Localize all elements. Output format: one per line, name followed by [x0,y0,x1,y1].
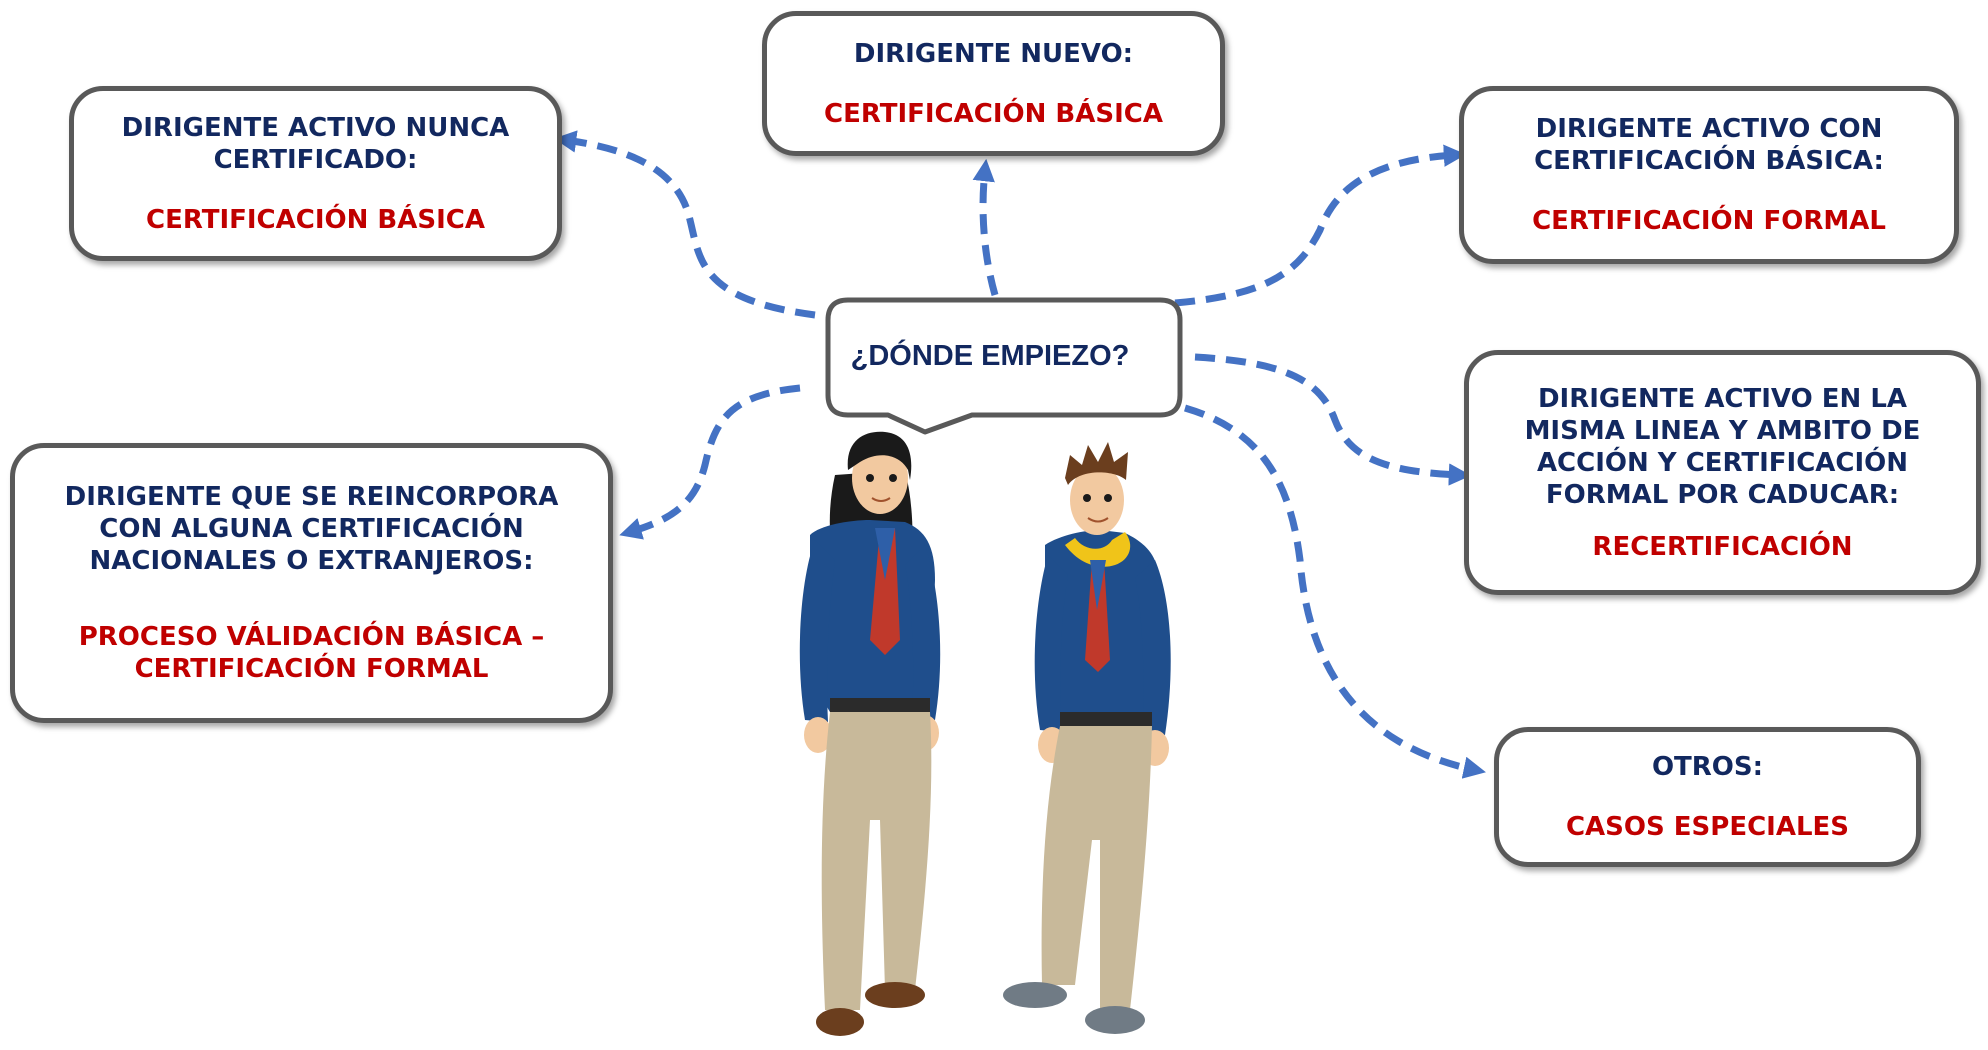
box-activo-con-basica: DIRIGENTE ACTIVO CON CERTIFICACIÓN BÁSIC… [1459,86,1959,264]
box-heading: DIRIGENTE ACTIVO EN LA MISMA LINEA Y AMB… [1524,383,1921,510]
box-result: CERTIFICACIÓN FORMAL [1532,206,1886,236]
arrow-to-nuevo [972,158,999,296]
box-heading: DIRIGENTE ACTIVO NUNCA CERTIFICADO: [121,112,510,175]
box-result: CERTIFICACIÓN BÁSICA [824,98,1163,129]
arrow-to-reincorpora [619,384,801,540]
arrow-to-con-basica [1174,144,1467,307]
female-scout-figure [799,431,941,1036]
box-heading: DIRIGENTE ACTIVO CON CERTIFICACIÓN BÁSIC… [1534,114,1884,176]
box-heading: DIRIGENTE NUEVO: [853,38,1134,69]
arrow-to-nunca [553,130,816,319]
box-reincorpora: DIRIGENTE QUE SE REINCORPORA CON ALGUNA … [10,443,613,723]
box-result: CERTIFICACIÓN BÁSICA [146,204,485,235]
center-question: ¿DÓNDE EMPIEZO? [850,340,1130,372]
box-result: PROCESO VÁLIDACIÓN BÁSICA – CERTIFICACIÓ… [78,622,545,684]
arrow-to-otros [1184,404,1486,779]
box-misma-linea: DIRIGENTE ACTIVO EN LA MISMA LINEA Y AMB… [1464,350,1981,595]
arrow-to-misma-linea [1194,353,1472,486]
male-scout-figure [1003,442,1171,1034]
box-heading: OTROS: [1651,752,1764,782]
box-result: RECERTIFICACIÓN [1592,531,1853,562]
box-dirigente-nuevo: DIRIGENTE NUEVO: CERTIFICACIÓN BÁSICA [762,11,1225,156]
box-activo-nunca-certificado: DIRIGENTE ACTIVO NUNCA CERTIFICADO: CERT… [69,86,562,261]
box-otros: OTROS: CASOS ESPECIALES [1494,727,1921,867]
box-result: CASOS ESPECIALES [1565,812,1850,842]
box-heading: DIRIGENTE QUE SE REINCORPORA CON ALGUNA … [64,482,559,576]
